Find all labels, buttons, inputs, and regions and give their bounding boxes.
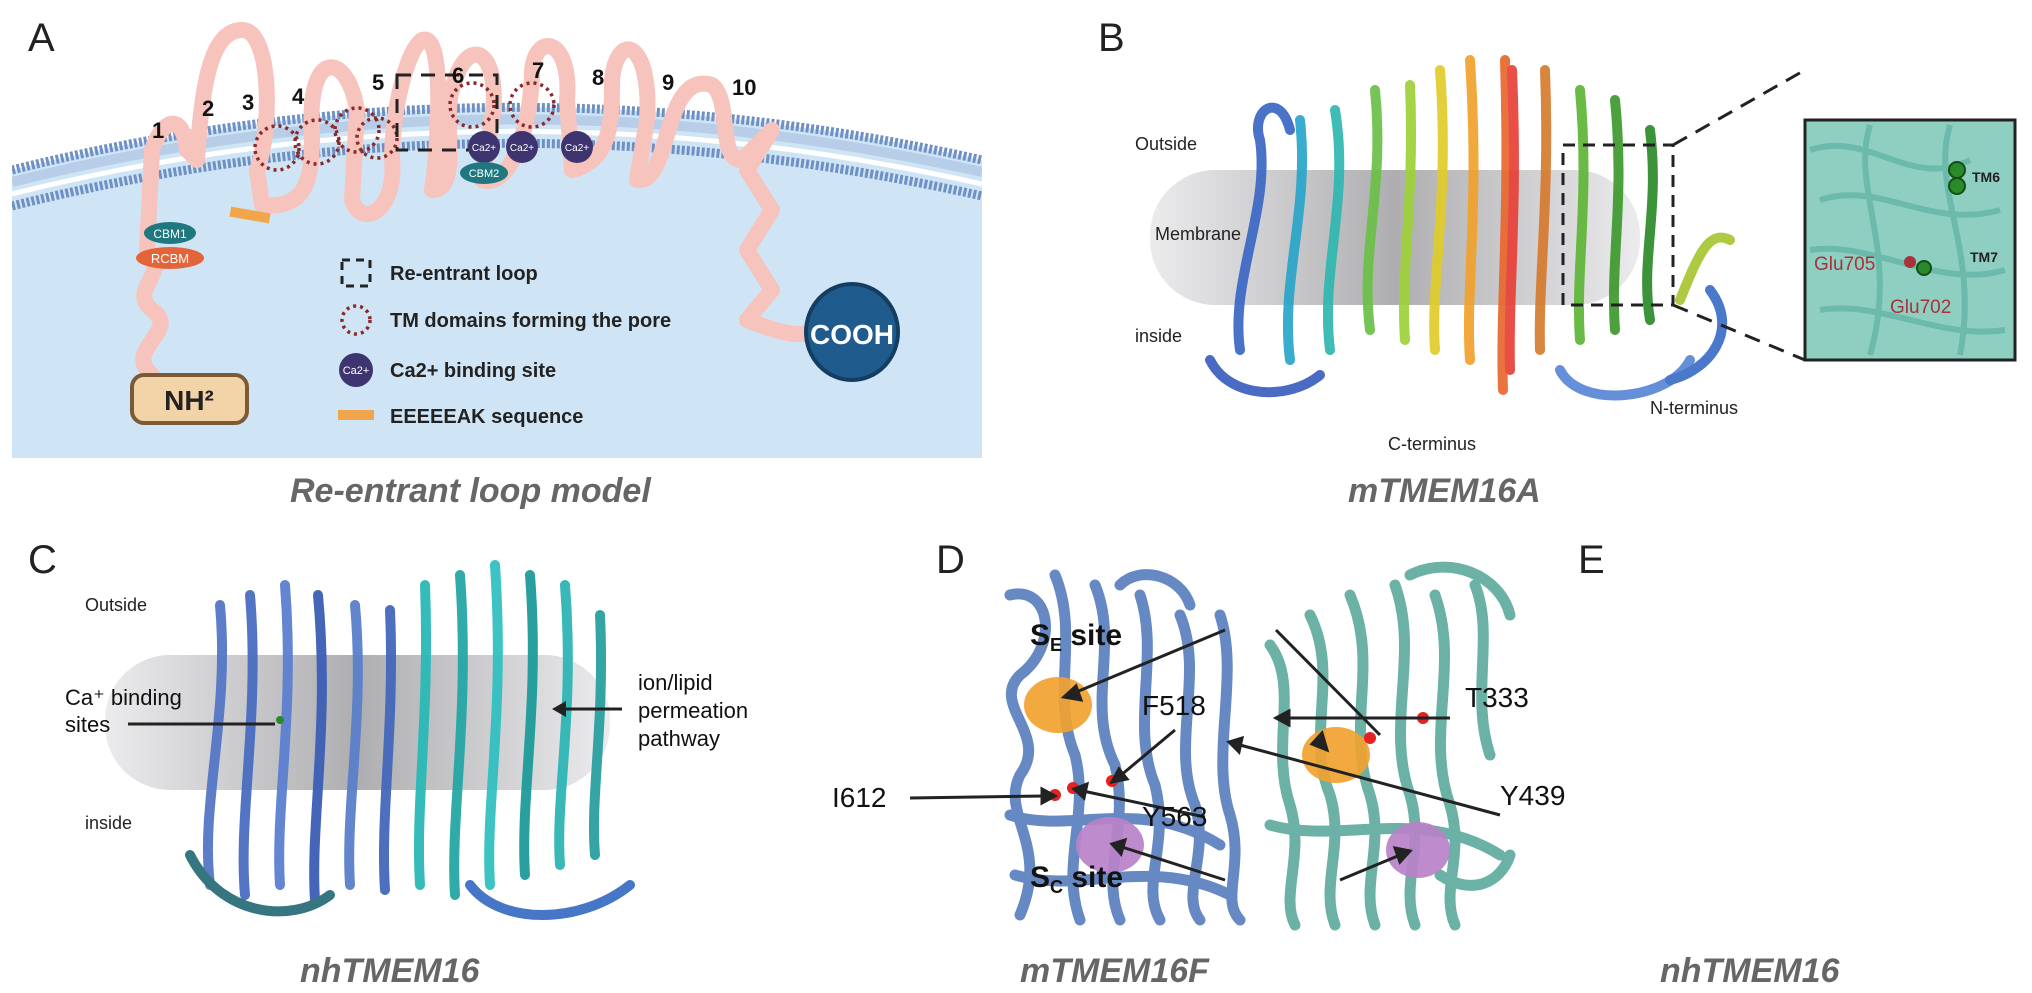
svg-text:Ca2+ binding site: Ca2+ binding site [390, 360, 556, 382]
cbm1-domain [144, 222, 196, 244]
svg-text:TM domains forming the pore: TM domains forming the pore [390, 310, 671, 332]
panel-de-diagram: SE site SC site F518 I612 Y563 T333 Y439 [832, 561, 1565, 931]
glu705-label: Glu705 [1814, 254, 1875, 275]
inside-label-c: inside [85, 813, 132, 833]
eeeeeak-helix [229, 206, 271, 224]
tm6-label: TM6 [1972, 169, 2000, 185]
svg-text:4: 4 [292, 84, 305, 109]
inset-frame [1803, 118, 2017, 362]
svg-text:9: 9 [662, 70, 674, 95]
sc-site-blob-e [1386, 822, 1450, 878]
svg-text:6: 6 [452, 63, 464, 88]
panel-b-caption: mTMEM16A [1348, 472, 1541, 510]
svg-text:Re-entrant loop: Re-entrant loop [390, 263, 538, 285]
sc-site-blob-d [1076, 817, 1144, 873]
se-site-blob-d [1024, 677, 1092, 733]
nhTMEM16-structure-c [185, 560, 635, 920]
panel-a-caption: Re-entrant loop model [290, 472, 651, 510]
n-terminus-label: N-terminus [1650, 398, 1738, 418]
svg-text:1: 1 [152, 118, 164, 143]
cbm2-domain [460, 162, 508, 184]
t333-label: T333 [1465, 682, 1529, 713]
panel-c-label: C [28, 538, 57, 582]
svg-text:Ca2+: Ca2+ [343, 365, 370, 377]
rcbm-label: RCBM [151, 251, 189, 266]
y563-label: Y563 [1142, 801, 1207, 832]
svg-text:pathway: pathway [638, 726, 720, 751]
membrane-label-b: Membrane [1155, 224, 1241, 244]
rcbm-domain [136, 247, 204, 269]
svg-text:sites: sites [65, 712, 110, 737]
cbm1-label: CBM1 [153, 227, 187, 241]
mTMEM16F-structure [1004, 569, 1246, 926]
ca-sites: Ca2+ Ca2+ Ca2+ [468, 131, 593, 163]
panel-c-diagram: Outside inside Ca⁺ binding sites ion/lip… [65, 560, 748, 920]
panel-b-label: B [1098, 16, 1125, 60]
panel-e-caption: nhTMEM16 [1660, 952, 1840, 990]
nh2-terminus [130, 373, 249, 425]
se-site-blob-e [1302, 727, 1370, 783]
nhTMEM16-structure-e [1264, 561, 1516, 931]
svg-text:7: 7 [532, 58, 544, 83]
svg-text:3: 3 [242, 90, 254, 115]
cbm2-label: CBM2 [469, 168, 500, 180]
reentrant-box [395, 73, 499, 152]
svg-text:Ca2+: Ca2+ [565, 143, 589, 154]
panel-d-label: D [936, 538, 965, 582]
svg-text:Ca2+: Ca2+ [472, 143, 496, 154]
outside-label-b: Outside [1135, 134, 1197, 154]
pore-circles [253, 81, 556, 172]
i612-label: I612 [832, 782, 887, 813]
cooh-label: COOH [810, 319, 894, 350]
inside-label-b: inside [1135, 326, 1182, 346]
svg-text:5: 5 [372, 70, 384, 95]
svg-text:EEEEEAK sequence: EEEEEAK sequence [390, 406, 583, 428]
c-terminus-label: C-terminus [1388, 434, 1476, 454]
panel-c-caption: nhTMEM16 [300, 952, 480, 990]
svg-text:permeation: permeation [638, 698, 748, 723]
tm-numbers: 1 2 3 4 5 6 7 8 9 10 [152, 58, 756, 143]
panel-b-diagram: TM6 TM7 Glu705 Glu702 Outside Membrane i… [1135, 55, 2017, 454]
nh2-label: NH² [164, 385, 214, 416]
f518-label: F518 [1142, 690, 1206, 721]
tm7-label: TM7 [1970, 249, 1998, 265]
y439-label: Y439 [1500, 780, 1565, 811]
panel-d-caption: mTMEM16F [1020, 952, 1209, 990]
svg-text:8: 8 [592, 65, 604, 90]
panel-a-diagram: COOH NH² CBM1 RCBM Ca2+ Ca2+ Ca2+ CBM2 1… [12, 22, 982, 459]
panel-a-label: A [28, 16, 55, 60]
panel-e-label: E [1578, 538, 1605, 582]
zoom-box [1561, 143, 1675, 307]
ca-sites-label: Ca⁺ binding [65, 685, 182, 710]
cooh-terminus [804, 282, 900, 382]
svg-text:10: 10 [732, 75, 756, 100]
svg-text:2: 2 [202, 96, 214, 121]
protein-chain [135, 22, 820, 383]
legend-a: Re-entrant loop TM domains forming the p… [338, 258, 671, 428]
permeation-label: ion/lipid [638, 670, 713, 695]
glu702-label: Glu702 [1890, 297, 1951, 318]
residue-y439 [1364, 732, 1376, 744]
sc-site-label: SC site [1030, 861, 1123, 897]
outside-label-c: Outside [85, 595, 147, 615]
svg-text:Ca2+: Ca2+ [510, 143, 534, 154]
se-site-label: SE site [1030, 619, 1122, 655]
